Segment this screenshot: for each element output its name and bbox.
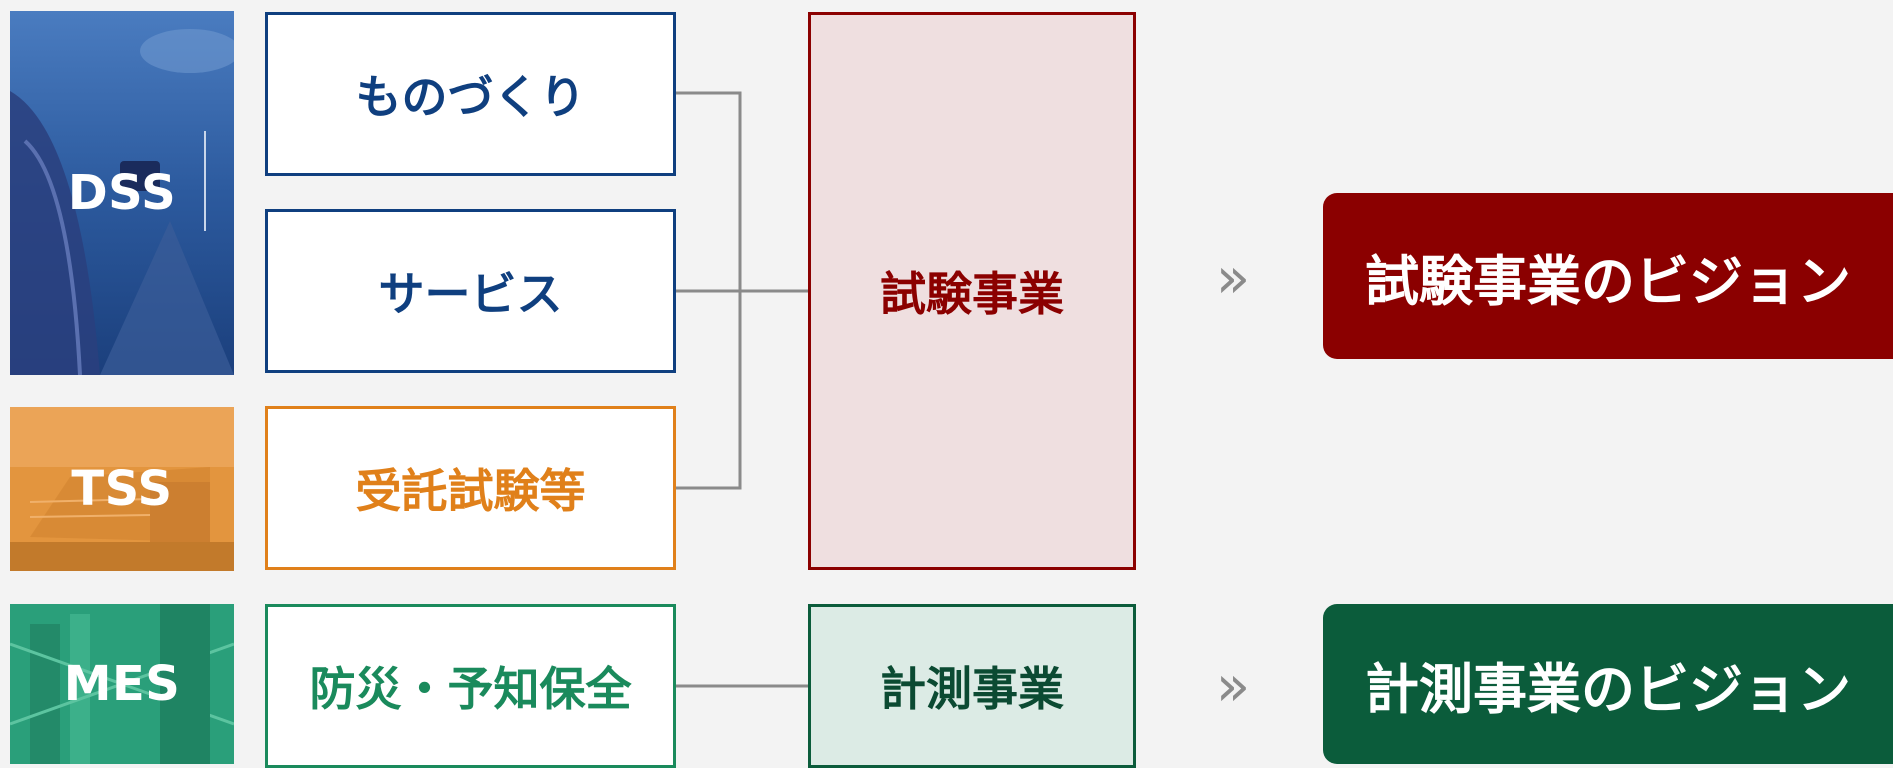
vision-shiken: 試験事業のビジョン [1323,193,1893,359]
tss-image-tile: TSS [10,407,234,571]
plant-photo-icon [10,604,234,764]
vision-keisoku-label: 計測事業のビジョン [1365,657,1851,721]
segment-jutaku-shiken: 受託試験等 [265,406,676,570]
tss-label: TSS [71,461,173,517]
dss-image-tile: DSS [10,11,234,375]
vision-shiken-label: 試験事業のビジョン [1365,249,1851,313]
car-road-photo-icon [10,11,234,375]
business-keisoku: 計測事業 [808,604,1136,768]
segment-bosai-label: 防災・予知保全 [309,662,632,716]
business-keisoku-label: 計測事業 [880,662,1064,716]
dss-label: DSS [67,165,177,221]
business-shiken-label: 試験事業 [880,267,1064,321]
chevron-double-right-icon: » [1215,245,1251,311]
business-shiken: 試験事業 [808,12,1136,570]
building-photo-icon [10,407,234,571]
segment-monozukuri-label: ものづくり [355,70,586,124]
mes-image-tile: MES [10,604,234,764]
segment-monozukuri: ものづくり [265,12,676,176]
connector-jutaku [676,291,742,490]
segment-service: サービス [265,209,676,373]
chevron-double-right-icon: » [1215,653,1251,719]
vision-keisoku: 計測事業のビジョン [1323,604,1893,764]
segment-service-label: サービス [378,267,563,321]
connector-monozukuri [676,91,742,291]
segment-jutaku-label: 受託試験等 [355,464,586,518]
mes-label: MES [63,656,181,712]
segment-bosai: 防災・予知保全 [265,604,676,768]
